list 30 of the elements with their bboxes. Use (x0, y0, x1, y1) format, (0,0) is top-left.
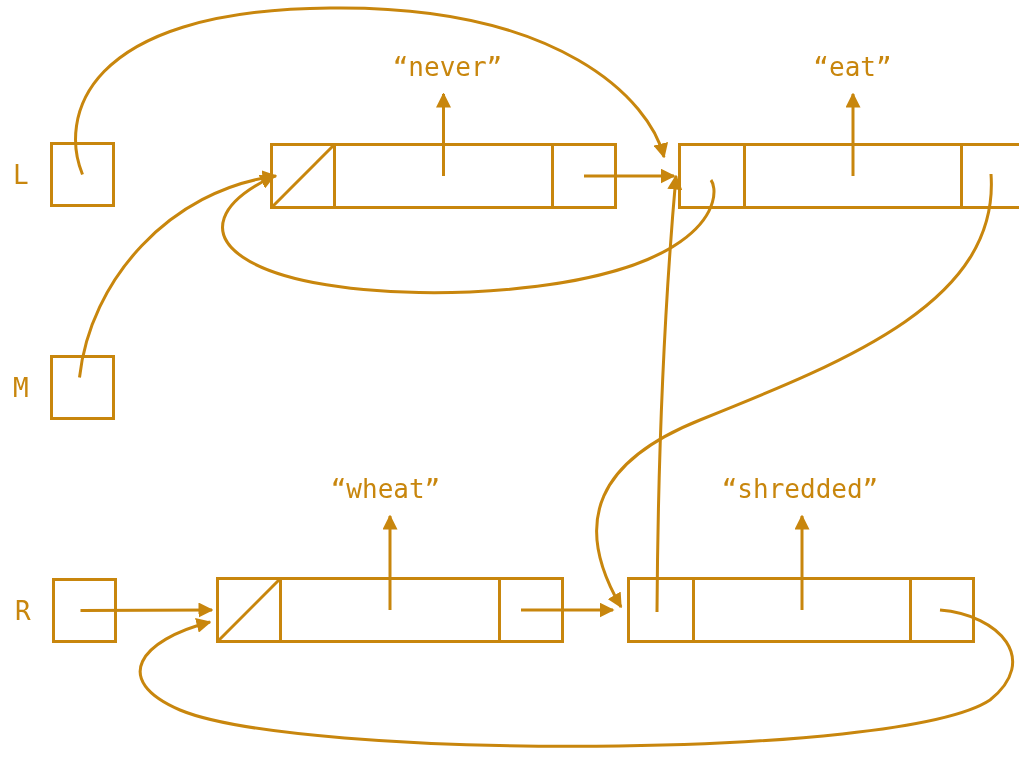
pointer-arrow (221, 174, 716, 294)
pointer-arrow (80, 602, 214, 618)
pointer-arrow (78, 171, 278, 378)
list-cell (909, 577, 975, 643)
pointer-arrow (584, 168, 676, 184)
list-cell (551, 143, 617, 209)
list-cell (627, 577, 695, 643)
variable-label: R (15, 597, 31, 624)
variable-label: M (13, 374, 29, 401)
pointer-arrow (74, 6, 667, 175)
list-cell (692, 577, 912, 643)
list-cell (279, 577, 501, 643)
list-cell (743, 143, 963, 209)
string-value: “eat” (800, 50, 905, 84)
pointer-arrow (436, 92, 451, 176)
list-cell (333, 143, 554, 209)
pointer-arrow (845, 92, 861, 176)
pointer-arrow (595, 173, 993, 609)
list-cell (498, 577, 564, 643)
string-value: “shredded” (705, 472, 895, 506)
pointer-arrow (139, 608, 1014, 748)
pointer-arrow (655, 174, 683, 612)
pointer-arrow (794, 514, 810, 610)
pointer-arrow (382, 514, 398, 610)
list-cell (960, 143, 1019, 209)
pointer-arrow (521, 602, 615, 618)
string-value: “wheat” (318, 472, 453, 506)
list-cell (678, 143, 746, 209)
string-value: “never” (380, 50, 515, 84)
variable-label: L (13, 161, 29, 188)
